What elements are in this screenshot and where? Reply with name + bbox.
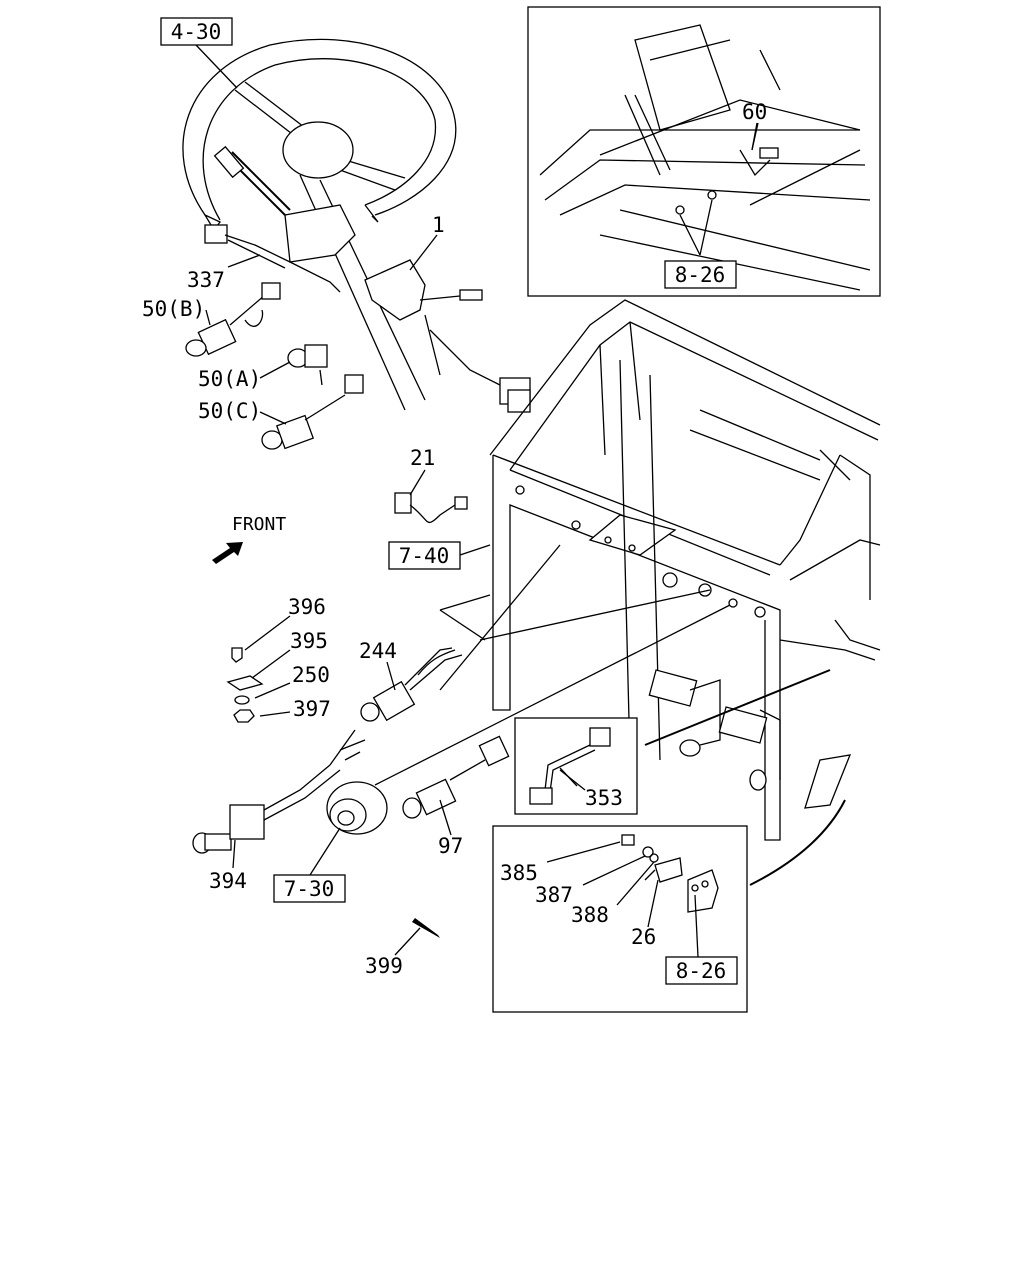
- part-label-394: 394: [209, 869, 247, 893]
- ref-box-inset-top[interactable]: 8-26: [664, 260, 737, 289]
- part-label-395: 395: [290, 629, 328, 653]
- part-label-250: 250: [292, 663, 330, 687]
- inset-top: [527, 6, 881, 297]
- ref-key-label: 7-30: [284, 877, 335, 901]
- leader-lines: [195, 44, 759, 958]
- part-label-244: 244: [359, 639, 397, 663]
- switch-50b: [185, 282, 281, 357]
- front-label: FRONT: [232, 514, 286, 535]
- ref-inset-top-label: 8-26: [675, 263, 726, 287]
- fastener-group: [226, 647, 264, 723]
- ref-inset-bottom-label: 8-26: [676, 959, 727, 983]
- cab-frame: [489, 299, 881, 886]
- inset-bottom: [492, 825, 748, 1013]
- front-arrow-icon: [212, 542, 243, 564]
- switch-50c: [261, 374, 364, 450]
- part-label-385: 385: [500, 861, 538, 885]
- part-label-50b: 50(B): [142, 297, 205, 321]
- part-label-353: 353: [585, 786, 623, 810]
- combination-switch: [213, 145, 531, 413]
- switch-244: [360, 647, 463, 722]
- part-label-387: 387: [535, 883, 573, 907]
- part-label-399: 399: [365, 954, 403, 978]
- ref-frame-label: 7-40: [399, 544, 450, 568]
- part-label-26: 26: [631, 925, 656, 949]
- inset-353: [514, 717, 638, 815]
- steering-wheel: [182, 38, 457, 411]
- clip-399: [412, 918, 440, 938]
- part-label-388: 388: [571, 903, 609, 927]
- part-label-97: 97: [438, 834, 463, 858]
- harness-337: [204, 224, 341, 293]
- part-label-396: 396: [288, 595, 326, 619]
- part-label-50a: 50(A): [198, 367, 261, 391]
- part-label-21: 21: [410, 446, 435, 470]
- part-labels: 1 337 50(B) 50(A) 50(C) 60 21 FRONT 396 …: [142, 100, 767, 978]
- part-label-50c: 50(C): [198, 399, 261, 423]
- ref-steering-label: 4-30: [171, 20, 222, 44]
- part-label-1: 1: [432, 213, 445, 237]
- ref-box-key[interactable]: 7-30: [273, 874, 346, 903]
- part-label-397: 397: [293, 697, 331, 721]
- part-label-60: 60: [742, 100, 767, 124]
- sensor-21: [394, 492, 468, 524]
- ref-box-frame[interactable]: 7-40: [388, 541, 461, 570]
- part-label-337: 337: [187, 268, 225, 292]
- ref-box-inset-bottom[interactable]: 8-26: [665, 956, 738, 985]
- switch-50a: [287, 344, 328, 386]
- ref-box-steering[interactable]: 4-30: [160, 17, 233, 46]
- ignition-key-cylinder: [326, 781, 388, 835]
- switch-394: [192, 729, 366, 854]
- switch-97: [402, 735, 510, 819]
